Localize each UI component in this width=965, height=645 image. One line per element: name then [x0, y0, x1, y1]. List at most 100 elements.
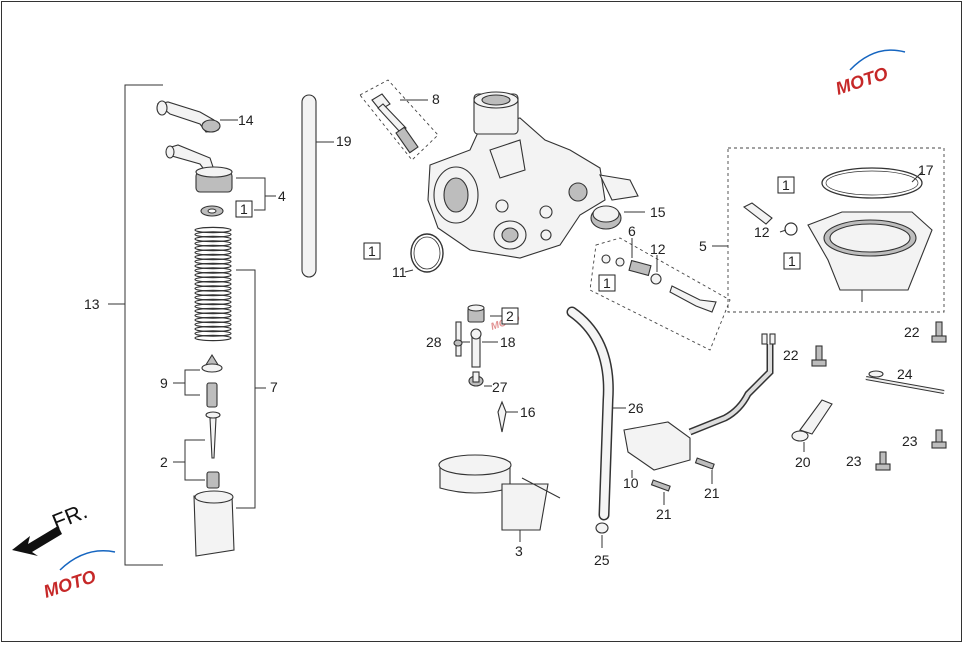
callout-c21b: 21	[656, 506, 672, 522]
spring-coil	[194, 303, 232, 310]
direction-label: FR.	[49, 498, 91, 534]
callout-c1b: 1	[368, 243, 376, 259]
callout-c23b: 23	[846, 453, 862, 469]
part-11-o-ring	[404, 233, 444, 273]
callout-c20: 20	[795, 454, 811, 470]
part-23-bolts	[875, 429, 947, 471]
callout-c8: 8	[432, 91, 440, 107]
spring-coil	[194, 285, 232, 292]
spring-coil	[194, 267, 232, 274]
callout-c1c: 1	[603, 275, 611, 291]
watermark-logo-bottom: MOTO	[41, 550, 116, 602]
spring-coil	[194, 334, 232, 342]
callout-box	[235, 200, 253, 218]
callout-c13: 13	[84, 296, 100, 312]
callout-c4: 4	[278, 188, 286, 204]
callout-c26: 26	[628, 400, 644, 416]
spring-coil	[194, 253, 232, 261]
spring-coil	[194, 289, 232, 297]
spring-coil	[194, 321, 232, 328]
part-26-hose	[566, 306, 626, 521]
callout-c21a: 21	[704, 485, 720, 501]
callout-c7: 7	[270, 379, 278, 395]
spring-coil	[194, 240, 232, 247]
spring-coil	[194, 271, 232, 279]
callout-c23a: 23	[902, 433, 918, 449]
callout-box	[783, 252, 801, 270]
part-5-float-bowl-group	[712, 147, 945, 313]
part-7-spring-slide	[193, 226, 266, 557]
front-direction-arrow: FR.	[12, 498, 91, 556]
callout-c27: 27	[492, 379, 508, 395]
part-8-screw-group	[359, 79, 439, 161]
part-9-needle-clip	[173, 353, 223, 408]
part-20-fitting	[791, 399, 833, 452]
part-3-float	[438, 454, 561, 542]
callout-c2b: 2	[506, 308, 514, 324]
callout-c2a: 2	[160, 454, 168, 470]
spring-coil	[194, 235, 232, 243]
callout-c22b: 22	[783, 347, 799, 363]
spring-coil	[194, 244, 232, 252]
spring-coil	[194, 231, 232, 238]
callout-c1a: 1	[240, 201, 248, 217]
callout-box	[501, 307, 519, 325]
spring-coil	[194, 307, 232, 315]
spring-coil	[194, 325, 232, 333]
part-6-pilot-screw-group	[589, 237, 731, 351]
spring-coil	[194, 316, 232, 324]
spring-coil	[194, 258, 232, 265]
part-15-cap	[590, 205, 645, 230]
part-2-jet-needle	[173, 411, 221, 489]
spring-coil	[194, 276, 232, 283]
spring-coil	[194, 330, 232, 337]
callout-c12b: 12	[754, 224, 770, 240]
bracket-13	[108, 84, 163, 566]
callout-c18: 18	[500, 334, 516, 350]
carburetor-body	[427, 91, 639, 259]
callout-c1d: 1	[782, 177, 790, 193]
callout-c25: 25	[594, 552, 610, 568]
spring-coil	[194, 226, 232, 234]
callout-c17: 17	[918, 162, 934, 178]
callout-c10: 10	[623, 475, 639, 491]
spring-coil	[194, 312, 232, 319]
callout-c19: 19	[336, 133, 352, 149]
callout-c12a: 12	[650, 241, 666, 257]
callout-c14: 14	[238, 112, 254, 128]
callout-c15: 15	[650, 204, 666, 220]
spring-coil	[194, 294, 232, 301]
callout-c9: 9	[160, 375, 168, 391]
callout-c24: 24	[897, 366, 913, 382]
spring-coil	[194, 249, 232, 256]
spring-coil	[194, 280, 232, 288]
callout-box	[363, 242, 381, 260]
part-25-clip	[595, 522, 609, 548]
callout-c5: 5	[699, 238, 707, 254]
part-22-bolts	[811, 321, 947, 367]
callout-c28: 28	[426, 334, 442, 350]
callout-c3: 3	[515, 543, 523, 559]
part-19-rod	[301, 94, 334, 278]
part-14-elbow-pipe	[156, 100, 238, 133]
part-10-auto-choke	[623, 333, 776, 478]
callout-box	[777, 176, 795, 194]
spring-coil	[194, 262, 232, 270]
svg-text:MOTO: MOTO	[833, 63, 890, 99]
jet-parts-group	[453, 304, 518, 433]
spring-coil	[194, 298, 232, 306]
callout-c1e: 1	[788, 253, 796, 269]
callout-c6: 6	[628, 223, 636, 239]
part-4-top-cap	[165, 144, 276, 217]
callout-c11: 11	[392, 264, 407, 280]
callout-box	[598, 274, 616, 292]
callout-c16: 16	[520, 404, 536, 420]
callout-c22a: 22	[904, 324, 920, 340]
part-21-bolts	[650, 457, 715, 505]
watermark-logo-top: MOTO	[833, 49, 906, 99]
part-24-tube	[865, 370, 945, 394]
